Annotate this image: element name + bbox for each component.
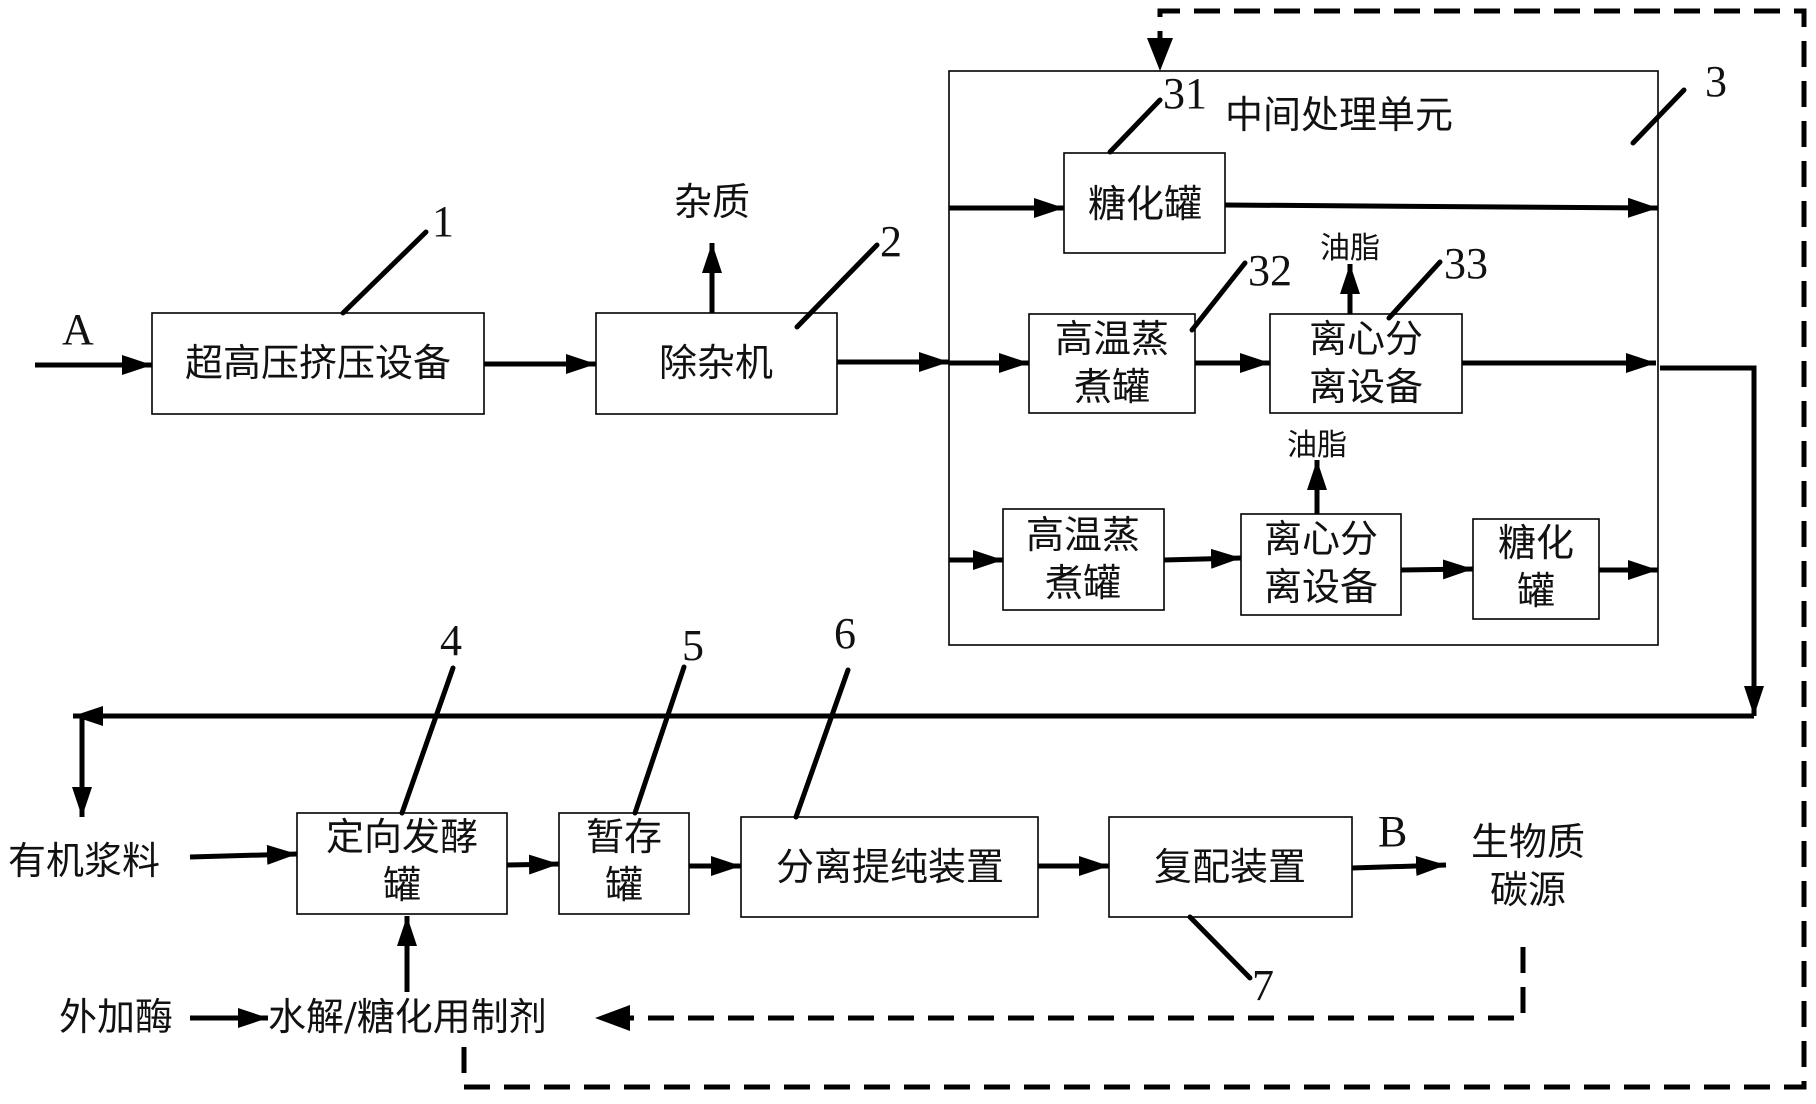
saccharification-tank-31-label: 糖化罐 xyxy=(1088,182,1202,226)
input-a-label: A xyxy=(62,305,94,354)
centrifuge-b3-box xyxy=(1240,513,1402,616)
organic-slurry-label: 有机浆料 xyxy=(8,839,160,883)
ref-4-label: 4 xyxy=(440,616,462,665)
ref-1-leader xyxy=(340,229,429,316)
storage-tank-line2: 罐 xyxy=(605,863,643,907)
centrifuge-33-line2: 离设备 xyxy=(1309,365,1423,409)
intermediate-unit-title: 中间处理单元 xyxy=(1225,93,1453,137)
saccharification-tank-b3-line1: 糖化 xyxy=(1498,521,1574,565)
ref-3-leader xyxy=(1630,87,1687,146)
ref-7-label: 7 xyxy=(1252,961,1274,1010)
saccharification-tank-31-box xyxy=(1063,152,1226,254)
centrifuge-33-box xyxy=(1269,313,1463,414)
output-b-arrow xyxy=(1351,855,1447,876)
ref-33-leader xyxy=(1386,259,1443,321)
temporary-storage-tank-box xyxy=(558,812,690,915)
ref-6-label: 6 xyxy=(834,609,856,658)
oil-label-1: 油脂 xyxy=(1320,231,1380,266)
hydrolysis-agent-label: 水解/糖化用制剂 xyxy=(268,995,547,1039)
separation-purification-label: 分离提纯装置 xyxy=(776,845,1004,889)
separation-purification-device-box xyxy=(740,816,1039,918)
oil-label-2: 油脂 xyxy=(1287,428,1347,463)
cooking-tank-32-line2: 煮罐 xyxy=(1074,365,1150,409)
ultra-high-pressure-extruder-box xyxy=(151,312,485,415)
arrow-slurry-to-4 xyxy=(189,844,298,865)
arrow-cook-to-centrifuge-b3 xyxy=(1163,548,1242,569)
arrow-centrifuge-to-sacch-b3 xyxy=(1400,559,1474,580)
feedback-to-agent-dashed xyxy=(630,947,1526,1021)
cooking-tank-b3-line1: 高温蒸 xyxy=(1026,513,1140,557)
saccharification-tank-b3-box xyxy=(1472,518,1600,620)
high-temp-cooking-tank-32-box xyxy=(1028,313,1196,414)
branch1-out-arrow xyxy=(1224,197,1659,218)
compounding-device-label: 复配装置 xyxy=(1154,845,1306,889)
unit3-output-down-arrow xyxy=(1660,365,1764,716)
cooking-tank-b3-line2: 煮罐 xyxy=(1045,561,1121,605)
ref-1-label: 1 xyxy=(432,197,454,246)
cooking-tank-32-line1: 高温蒸 xyxy=(1055,317,1169,361)
arrow-4-to-5 xyxy=(506,854,560,875)
centrifuge-b3-line2: 离设备 xyxy=(1264,565,1378,609)
recirculation-arrowhead xyxy=(1147,38,1173,71)
impurity-remover-label: 除杂机 xyxy=(659,341,773,385)
ref-5-leader xyxy=(632,664,687,816)
ultra-high-pressure-extruder-label: 超高压挤压设备 xyxy=(185,341,451,385)
fermentation-tank-line2: 罐 xyxy=(383,863,421,907)
biomass-carbon-source-line1: 生物质 xyxy=(1471,820,1585,864)
storage-tank-line1: 暂存 xyxy=(586,815,662,859)
recirculation-dashed-loop xyxy=(461,8,1807,1090)
ref-3-label: 3 xyxy=(1705,57,1727,106)
impurity-label: 杂质 xyxy=(674,180,750,224)
ref-7-leader xyxy=(1187,914,1253,981)
directional-fermentation-tank-box xyxy=(296,812,508,915)
impurity-remover-box xyxy=(595,312,838,415)
ref-31-leader xyxy=(1107,97,1163,155)
fermentation-tank-line1: 定向发酵 xyxy=(326,815,478,859)
centrifuge-b3-line1: 离心分 xyxy=(1264,517,1378,561)
centrifuge-33-line1: 离心分 xyxy=(1309,317,1423,361)
ref-31-label: 31 xyxy=(1163,69,1207,118)
ref-32-leader xyxy=(1189,260,1248,333)
saccharification-tank-b3-line2: 罐 xyxy=(1517,569,1555,613)
compounding-device-box xyxy=(1108,816,1353,918)
ref-5-label: 5 xyxy=(682,621,704,670)
ref-4-leader xyxy=(399,665,456,816)
external-enzyme-label: 外加酶 xyxy=(59,995,173,1039)
ref-33-label: 33 xyxy=(1444,239,1488,288)
ref-32-label: 32 xyxy=(1248,246,1292,295)
biomass-carbon-source-line2: 碳源 xyxy=(1490,868,1566,912)
ref-2-label: 2 xyxy=(880,217,902,266)
ref-2-leader xyxy=(794,242,880,330)
ref-6-leader xyxy=(793,667,851,820)
output-b-label: B xyxy=(1378,807,1407,856)
feedback-arrowhead xyxy=(595,1005,630,1031)
high-temp-cooking-tank-b3-box xyxy=(1002,508,1165,611)
